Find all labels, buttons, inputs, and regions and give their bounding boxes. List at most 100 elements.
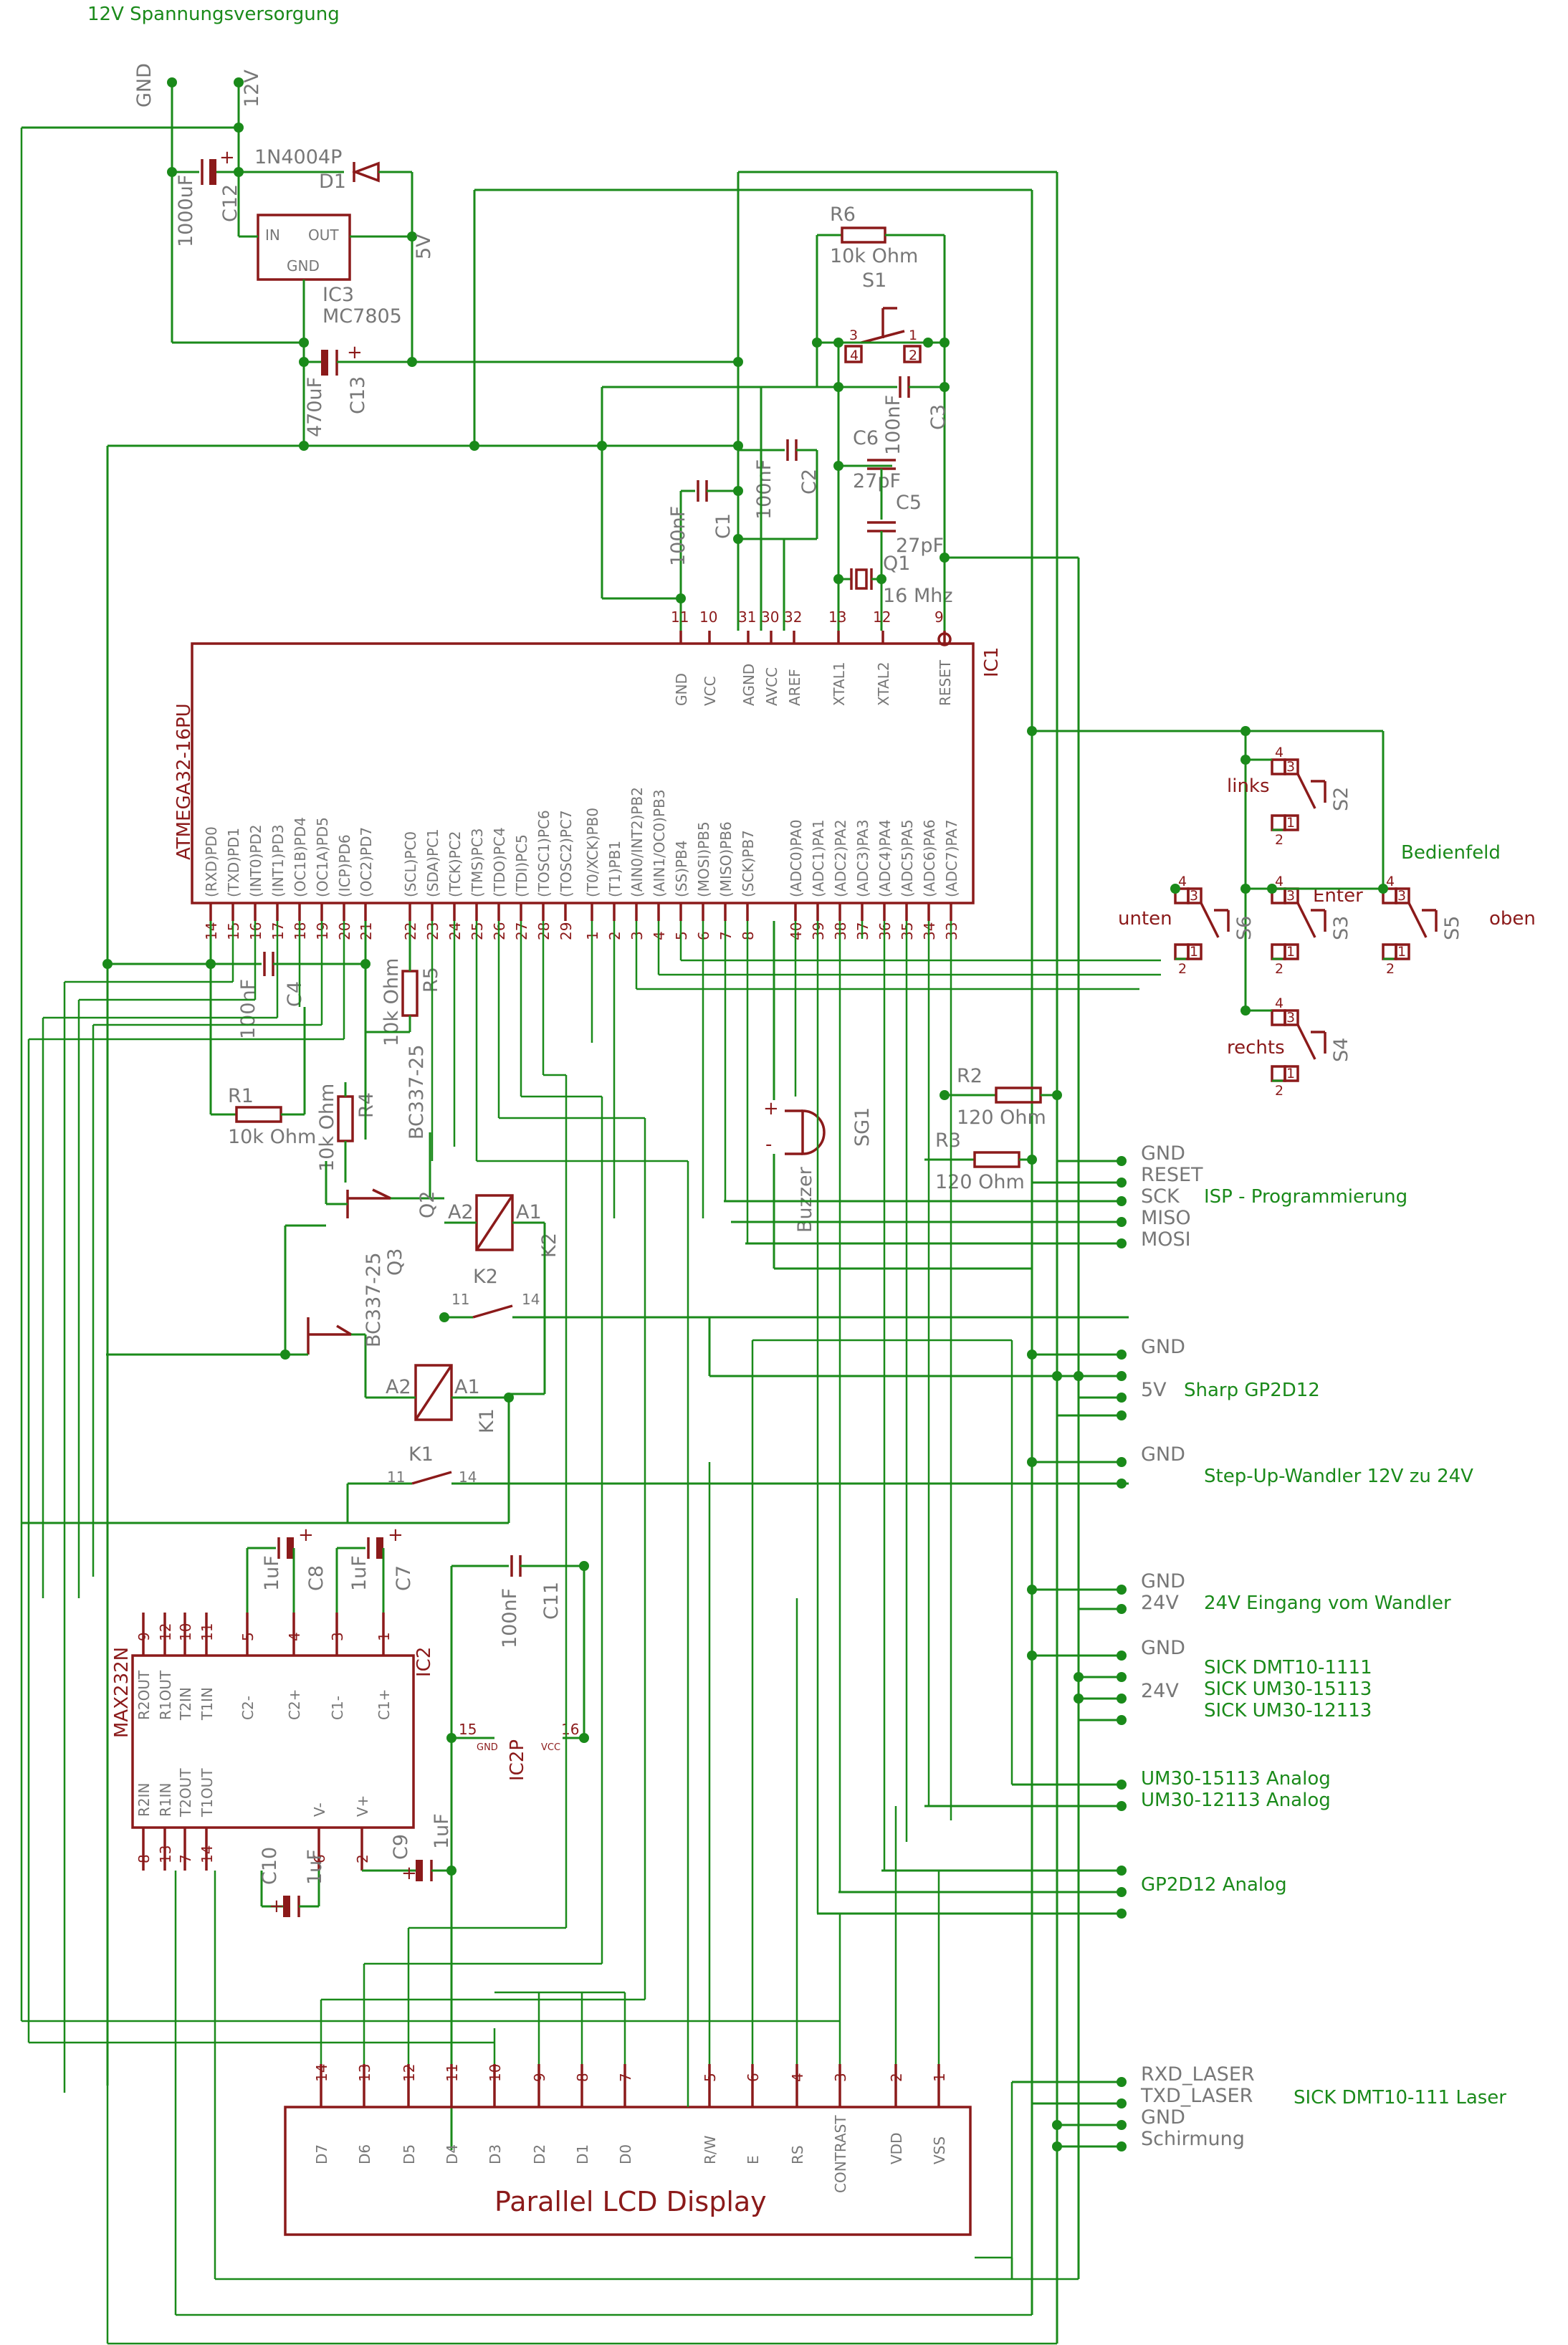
buzzer-section: + - SG1 Buzzer R2 120 Ohm R3 120 Ohm xyxy=(763,921,1062,1270)
r6-label: R6 xyxy=(830,204,856,226)
mcu-top-pin-label: GND xyxy=(673,673,690,706)
max232-top-pin-num: 1 xyxy=(376,1632,393,1641)
max232-top-pin-label: C2+ xyxy=(286,1689,303,1720)
svg-text:4: 4 xyxy=(1386,874,1395,889)
svg-text:3: 3 xyxy=(1286,888,1295,904)
svg-text:1: 1 xyxy=(1397,944,1406,960)
max232-top-pin-label: R1OUT xyxy=(157,1670,174,1720)
sick-title-2: SICK UM30-15113 xyxy=(1204,1678,1372,1700)
svg-text:+: + xyxy=(347,342,363,363)
connectors: GND RESET SCK MISO MOSI ISP - Programmie… xyxy=(708,1142,1506,2151)
q2-value: BC337-25 xyxy=(406,1044,428,1140)
k1-ref: K1 xyxy=(476,1408,498,1433)
mcu-top-pin-num: 9 xyxy=(934,608,944,626)
lcd-pin-num: 10 xyxy=(487,2064,504,2082)
svg-text:+: + xyxy=(401,1863,417,1884)
mcu-bottom-pin-label: (SCK)PB7 xyxy=(740,830,757,897)
bedienfeld: Bedienfeld 4231S2links4231S3Enter4231S6u… xyxy=(1027,726,1536,1099)
lcd-pin-label: D1 xyxy=(574,2144,591,2164)
in24-pin-gnd: GND xyxy=(1141,1570,1185,1592)
mcu-top-pin-num: 11 xyxy=(671,608,689,626)
lcd-pin-num: 12 xyxy=(401,2064,418,2082)
max232-bottom-pin-label: V+ xyxy=(354,1795,371,1817)
mcu-bottom-pin-label: (ADC7)PA7 xyxy=(943,819,960,897)
lcd-pin-num: 7 xyxy=(617,2073,634,2082)
ic2p-p15: 15 xyxy=(459,1721,477,1738)
mcu-bottom-pin-label: (OC1A)PD5 xyxy=(314,817,331,897)
c7-value: 1uF xyxy=(348,1555,371,1591)
svg-text:4: 4 xyxy=(1275,874,1283,889)
c13-label: C13 xyxy=(347,376,369,414)
sg1-label: SG1 xyxy=(851,1107,874,1147)
lcd-pin-label: RS xyxy=(789,2145,806,2164)
v12-rail-label: 12V xyxy=(241,70,263,108)
title: 12V Spannungsversorgung xyxy=(87,4,340,25)
lcd-pin-num: 4 xyxy=(789,2073,806,2082)
pushbutton-ref: S4 xyxy=(1330,1038,1352,1062)
mcu-bottom-pin-label: (SCL)PC0 xyxy=(402,831,419,897)
c9-label: C9 xyxy=(390,1834,412,1860)
svg-text:2: 2 xyxy=(909,348,917,363)
max232-top-pin-num: 11 xyxy=(199,1623,216,1641)
sharp-pin-5v: 5V xyxy=(1141,1379,1167,1401)
r3-value: 120 Ohm xyxy=(935,1171,1025,1193)
analog-um30-12113: UM30-12113 Analog xyxy=(1141,1790,1331,1811)
gnd-rail-label: GND xyxy=(133,63,156,108)
c13-value: 470uF xyxy=(304,377,326,437)
net-traces xyxy=(20,128,1161,2345)
lcd-pin-num: 6 xyxy=(745,2073,762,2082)
mcu-bottom-pin-label: (TXD)PD1 xyxy=(225,828,242,897)
mcu-top-pin-label: AGND xyxy=(740,664,757,706)
mcu-bottom-pin-label: (INT1)PD3 xyxy=(269,824,287,897)
svg-text:4: 4 xyxy=(1178,874,1187,889)
c11-value: 100nF xyxy=(499,1588,521,1648)
lcd-pin-num: 8 xyxy=(574,2073,591,2082)
c1-value: 100nF xyxy=(667,506,689,566)
lcd-pin-label: VSS xyxy=(931,2136,948,2164)
mcu-bottom-pin-label: (SS)PB4 xyxy=(673,840,690,897)
svg-text:2: 2 xyxy=(1275,961,1283,977)
pushbutton-ref: S3 xyxy=(1330,916,1352,940)
mcu-bottom-pin-label: (T0/XCK)PB0 xyxy=(584,808,601,897)
lcd-pin-num: 11 xyxy=(444,2064,461,2082)
mcu-bottom-pin-label: (OC1B)PD4 xyxy=(292,817,309,897)
analog-um30-15113: UM30-15113 Analog xyxy=(1141,1768,1331,1790)
c6-value: 27pF xyxy=(853,470,901,492)
r4-value: 10k Ohm xyxy=(316,1084,338,1172)
isp-pin-reset: RESET xyxy=(1141,1164,1203,1186)
svg-text:-: - xyxy=(765,1134,772,1155)
lcd-pin-label: D3 xyxy=(487,2144,504,2164)
mcu-bottom-pin-label: (TOSC2)PC7 xyxy=(558,810,575,897)
sharp-pin-gnd: GND xyxy=(1141,1336,1185,1358)
max232-bottom-pin-label: R2IN xyxy=(135,1783,153,1817)
max232: MAX232N IC2 IC2P 9R2OUT12R1OUT10T2IN11T1… xyxy=(111,1524,589,2150)
c3-label: C3 xyxy=(927,404,950,430)
sick-title-1: SICK DMT10-1111 xyxy=(1204,1657,1372,1678)
pushbutton-label: rechts xyxy=(1227,1037,1285,1059)
r5-label: R5 xyxy=(420,967,442,993)
k1-ref-contact: K1 xyxy=(408,1443,434,1466)
max232-top-pin-num: 9 xyxy=(135,1632,153,1641)
max232-bottom-pin-label: R1IN xyxy=(157,1783,174,1817)
c10-label: C10 xyxy=(259,1847,281,1885)
c5-value: 27pF xyxy=(896,535,944,557)
lcd-pin-label: VDD xyxy=(888,2133,905,2164)
in24-pin-24v: 24V xyxy=(1141,1592,1179,1614)
svg-text:1: 1 xyxy=(1286,815,1295,831)
lcd-pin-label: CONTRAST xyxy=(832,2115,849,2193)
max232-top-pin-label: T1IN xyxy=(199,1687,216,1721)
svg-text:3: 3 xyxy=(1190,888,1198,904)
sick-pin-gnd: GND xyxy=(1141,1637,1185,1659)
lcd-pin-num: 13 xyxy=(356,2064,373,2082)
mcu-top-pin-num: 31 xyxy=(738,608,756,626)
mcu-top-pin-label: XTAL2 xyxy=(875,662,892,706)
svg-text:3: 3 xyxy=(1397,888,1406,904)
s1-label: S1 xyxy=(862,269,886,292)
mcu-top-pin-num: 12 xyxy=(873,608,891,626)
pushbutton-label: oben xyxy=(1489,908,1536,930)
laser-pin-schirmung: Schirmung xyxy=(1141,2128,1245,2150)
